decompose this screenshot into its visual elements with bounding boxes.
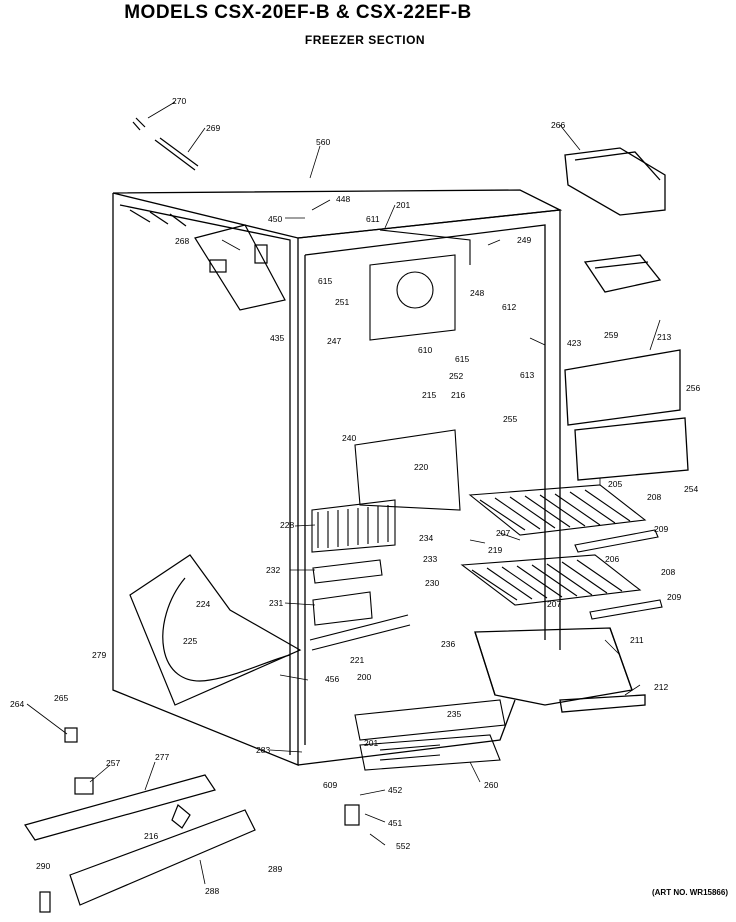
part-label: 613 bbox=[520, 370, 534, 380]
part-label: 234 bbox=[419, 533, 433, 543]
loose-parts bbox=[24, 117, 360, 913]
freezer-cabinet bbox=[112, 189, 563, 766]
part-label: 208 bbox=[661, 567, 675, 577]
part-label: 288 bbox=[205, 886, 219, 896]
part-label: 249 bbox=[517, 235, 531, 245]
part-label: 456 bbox=[325, 674, 339, 684]
part-label: 552 bbox=[396, 841, 410, 851]
part-label: 612 bbox=[502, 302, 516, 312]
part-label: 211 bbox=[630, 635, 644, 645]
part-label: 254 bbox=[684, 484, 698, 494]
part-label: 219 bbox=[488, 545, 502, 555]
part-label: 248 bbox=[470, 288, 484, 298]
part-label: 213 bbox=[657, 332, 671, 342]
part-label: 451 bbox=[388, 818, 402, 828]
part-label: 220 bbox=[414, 462, 428, 472]
part-label: 251 bbox=[335, 297, 349, 307]
part-label: 448 bbox=[336, 194, 350, 204]
part-label: 264 bbox=[10, 699, 24, 709]
part-label: 231 bbox=[269, 598, 283, 608]
part-label: 230 bbox=[425, 578, 439, 588]
part-label: 270 bbox=[172, 96, 186, 106]
part-label: 221 bbox=[350, 655, 364, 665]
part-label: 560 bbox=[316, 137, 330, 147]
part-label: 610 bbox=[418, 345, 432, 355]
part-label: 235 bbox=[447, 709, 461, 719]
part-label: 283 bbox=[256, 745, 270, 755]
part-label: 232 bbox=[266, 565, 280, 575]
part-label: 200 bbox=[357, 672, 371, 682]
part-label: 252 bbox=[449, 371, 463, 381]
ice-bins-and-baskets bbox=[474, 147, 689, 713]
part-label: 452 bbox=[388, 785, 402, 795]
part-label: 611 bbox=[366, 214, 380, 224]
part-label: 450 bbox=[268, 214, 282, 224]
part-label: 615 bbox=[318, 276, 332, 286]
art-number: (ART NO. WR15866) bbox=[651, 888, 728, 897]
part-label: 236 bbox=[441, 639, 455, 649]
leader-lines bbox=[26, 101, 661, 885]
part-label: 201 bbox=[364, 738, 378, 748]
part-label: 207 bbox=[547, 599, 561, 609]
part-label: 205 bbox=[608, 479, 622, 489]
part-label: 289 bbox=[268, 864, 282, 874]
page-title: MODELS CSX-20EF-B & CSX-22EF-B bbox=[124, 2, 472, 23]
part-label: 615 bbox=[455, 354, 469, 364]
part-label: 240 bbox=[342, 433, 356, 443]
part-label: 279 bbox=[92, 650, 106, 660]
part-label: 266 bbox=[551, 120, 565, 130]
part-label: 224 bbox=[196, 599, 210, 609]
part-label: 212 bbox=[654, 682, 668, 692]
part-label: 215 bbox=[422, 390, 436, 400]
internal-components bbox=[309, 229, 506, 771]
part-label: 259 bbox=[604, 330, 618, 340]
part-label: 216 bbox=[451, 390, 465, 400]
part-label: 256 bbox=[686, 383, 700, 393]
part-label: 260 bbox=[484, 780, 498, 790]
part-label: 265 bbox=[54, 693, 68, 703]
part-label: 208 bbox=[647, 492, 661, 502]
part-label: 257 bbox=[106, 758, 120, 768]
part-label: 255 bbox=[503, 414, 517, 424]
part-label: 277 bbox=[155, 752, 169, 762]
part-label: 268 bbox=[175, 236, 189, 246]
part-label: 609 bbox=[323, 780, 337, 790]
part-label: 206 bbox=[605, 554, 619, 564]
shelves bbox=[460, 484, 663, 620]
part-label: 201 bbox=[396, 200, 410, 210]
part-label: 247 bbox=[327, 336, 341, 346]
section-subtitle: FREEZER SECTION bbox=[304, 33, 426, 47]
part-label: 209 bbox=[654, 524, 668, 534]
part-label: 228 bbox=[280, 520, 294, 530]
part-label: 209 bbox=[667, 592, 681, 602]
part-label: 435 bbox=[270, 333, 284, 343]
part-label: 269 bbox=[206, 123, 220, 133]
part-label: 233 bbox=[423, 554, 437, 564]
part-label: 423 bbox=[567, 338, 581, 348]
part-number-labels: 270 269 560 266 448 450 201 611 268 249 … bbox=[10, 96, 700, 896]
part-label: 207 bbox=[496, 528, 510, 538]
part-label: 216 bbox=[144, 831, 158, 841]
part-label: 225 bbox=[183, 636, 197, 646]
part-label: 290 bbox=[36, 861, 50, 871]
